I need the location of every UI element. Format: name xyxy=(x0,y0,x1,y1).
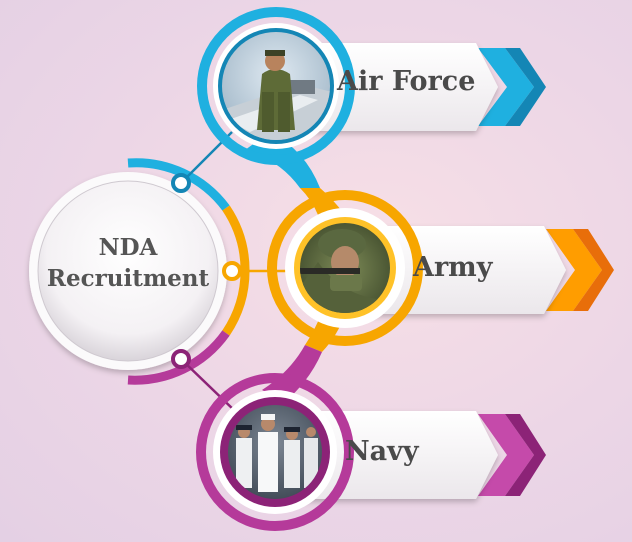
branch-navy[interactable] xyxy=(196,373,546,531)
branch-air-force[interactable] xyxy=(197,7,546,165)
center-label-line1: NDA xyxy=(98,234,158,261)
center-disc xyxy=(37,180,219,362)
connector-line-navy xyxy=(181,359,237,413)
band-purple xyxy=(262,345,322,402)
center-label: NDA Recruitment xyxy=(40,232,216,294)
outer-ring-army xyxy=(267,190,423,346)
dot-navy xyxy=(171,349,191,369)
arrow-chevron-navy xyxy=(478,414,534,496)
center-label-line2: Recruitment xyxy=(46,265,210,292)
label-air-force[interactable]: Air Force xyxy=(337,66,476,97)
air-force-officer-photo xyxy=(222,32,330,140)
arrow-chevron-air-force xyxy=(478,48,534,126)
arrow-chevron-navy-dark xyxy=(505,414,546,496)
center-node xyxy=(29,131,302,413)
outer-ring-air-force xyxy=(197,7,355,165)
army-soldier-photo xyxy=(300,223,390,313)
arrow-chevron-army-dark xyxy=(573,229,614,311)
label-army[interactable]: Army xyxy=(413,252,493,283)
dot-air-force xyxy=(171,173,191,193)
outer-ring-navy xyxy=(196,373,354,531)
navy-officers-photo xyxy=(228,405,322,499)
arc-purple xyxy=(127,330,230,385)
dot-army xyxy=(222,261,242,281)
label-navy[interactable]: Navy xyxy=(345,436,419,467)
arrow-chevron-air-force-dark xyxy=(505,48,546,126)
arc-blue xyxy=(127,158,230,211)
branch-army[interactable] xyxy=(267,190,614,346)
arrow-chevron-army xyxy=(546,229,602,311)
